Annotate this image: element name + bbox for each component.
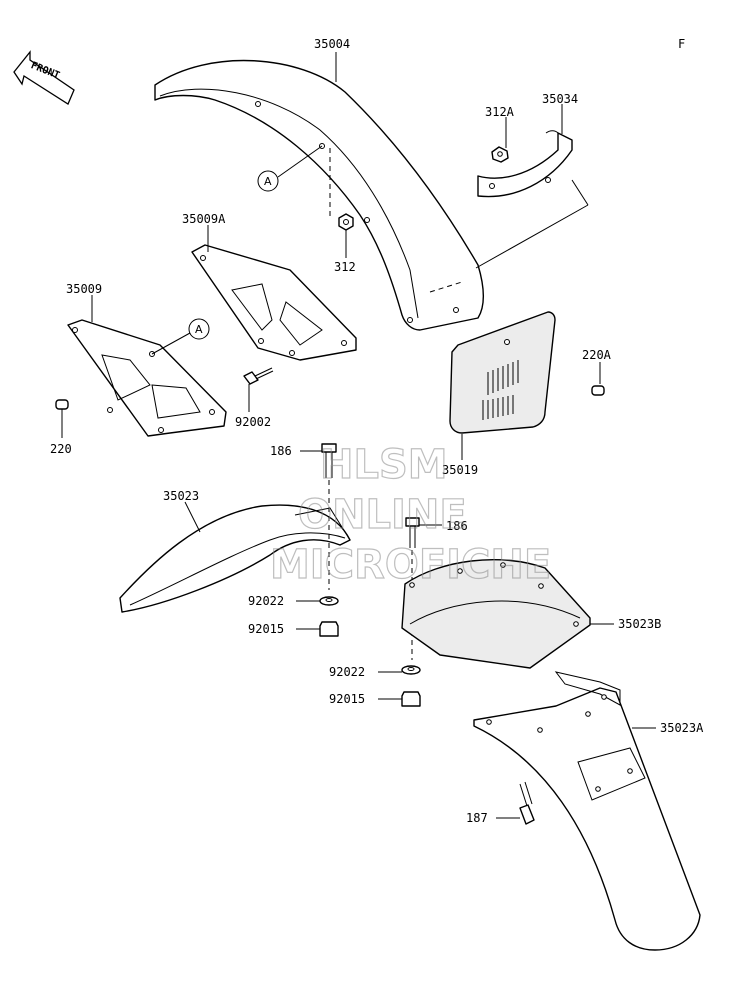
label-220A: 220A [582,348,612,362]
label-312A: 312A [485,105,515,119]
nut-92015-b [401,691,421,707]
label-35009A: 35009A [182,212,226,226]
label-92015-a: 92015 [248,622,284,636]
label-35023A: 35023A [660,721,704,735]
washer-92022-b [401,665,421,675]
plate-35009A [191,244,357,361]
bolt-186-top [321,443,337,478]
watermark-line-3: MICROFICHE [270,542,551,588]
bolt-92002 [243,367,274,385]
page-letter: F [678,37,685,51]
label-186-top: 186 [270,444,292,458]
label-35023B: 35023B [618,617,661,631]
leader-lines [61,52,656,819]
fender-35023A [473,671,701,951]
bracket-35034 [477,130,573,198]
screw-220 [55,399,69,410]
ref-marker-a-left-label: A [195,323,203,336]
nut-312A [491,146,509,163]
label-92022-b: 92022 [329,665,365,679]
label-220: 220 [50,442,72,456]
label-312: 312 [334,260,356,274]
screw-220A [591,385,605,396]
ref-marker-a-top: A [257,145,323,192]
bolt-186-right [405,517,420,548]
label-92015-b: 92015 [329,692,365,706]
label-35009: 35009 [66,282,102,296]
label-35034: 35034 [542,92,578,106]
nut-92015-a [319,621,339,637]
label-35004: 35004 [314,37,350,51]
watermark-line-1: HLSM [320,442,448,488]
watermark-line-2: ONLINE [298,492,467,538]
label-35023: 35023 [163,489,199,503]
watermark: HLSM ONLINE MICROFICHE [269,441,551,588]
plate-35009 [67,319,227,437]
nut-312 [338,213,354,231]
rear-fender-35004 [154,59,484,331]
bolt-187 [519,781,535,825]
label-92002: 92002 [235,415,271,429]
label-35019: 35019 [442,463,478,477]
plate-35019 [449,311,556,434]
front-fender-35023 [119,504,351,613]
ref-marker-a-top-label: A [264,175,272,188]
label-186-right: 186 [446,519,468,533]
front-arrow-icon: FRONT [13,50,75,105]
label-187: 187 [466,811,488,825]
label-92022-a: 92022 [248,594,284,608]
ref-marker-a-left: A [151,318,210,355]
fender-35023B [401,559,591,669]
washer-92022-a [319,596,339,606]
